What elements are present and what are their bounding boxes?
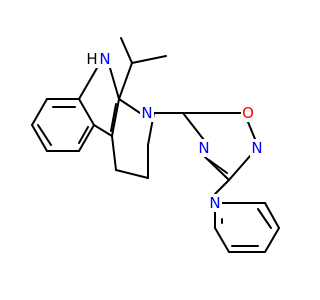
indole-nh-label-bg <box>86 50 114 68</box>
bond-2 <box>31 124 48 152</box>
bond-18 <box>111 135 117 171</box>
bond-20 <box>120 37 133 64</box>
bond-31 <box>264 202 280 229</box>
bond-36 <box>257 208 272 229</box>
ring-nitrogen-label: N <box>141 104 152 122</box>
bond-19 <box>118 62 133 100</box>
bond-1 <box>31 98 48 126</box>
bond-25 <box>203 155 230 181</box>
bond-7 <box>37 124 52 146</box>
bond-28 <box>208 159 228 174</box>
bond-24 <box>182 112 205 141</box>
oxadiazole-n4-label-bg <box>197 139 211 157</box>
pyridine-n-label-bg <box>208 194 222 212</box>
bond-29 <box>214 179 230 195</box>
bond-9 <box>78 67 98 100</box>
oxadiazole-n2-label-bg <box>250 139 264 157</box>
oxadiazole-n4-label: N <box>198 139 209 157</box>
bond-21 <box>131 55 167 64</box>
bond-13 <box>110 103 117 132</box>
bond-layer <box>31 37 280 253</box>
oxadiazole-n2-label: N <box>251 139 262 157</box>
bond-12 <box>93 124 113 137</box>
indole-nh-hydrogen-label: H <box>86 50 97 68</box>
atom-label-layer: H N N O N N N <box>86 50 264 212</box>
bond-26 <box>228 155 251 181</box>
bond-10 <box>109 67 120 100</box>
bond-14 <box>118 98 141 114</box>
bond-27 <box>247 121 256 140</box>
bond-8 <box>78 126 89 144</box>
oxadiazole-oxygen-label: O <box>242 104 254 122</box>
bond-4 <box>78 124 95 152</box>
bond-17 <box>115 169 149 179</box>
bond-5 <box>78 98 95 126</box>
pyridine-nitrogen-label: N <box>209 194 220 212</box>
indole-nh-nitrogen-label: N <box>99 50 110 68</box>
oxadiazole-o-label-bg <box>241 104 255 122</box>
bond-32 <box>264 227 280 253</box>
bond-34 <box>214 227 230 253</box>
ring-n-label-bg <box>140 104 154 122</box>
molecule-canvas: H N N O N N N <box>31 37 280 253</box>
molecule-structure-diagram: H N N O N N N <box>31 37 280 253</box>
bond-11 <box>111 98 120 137</box>
